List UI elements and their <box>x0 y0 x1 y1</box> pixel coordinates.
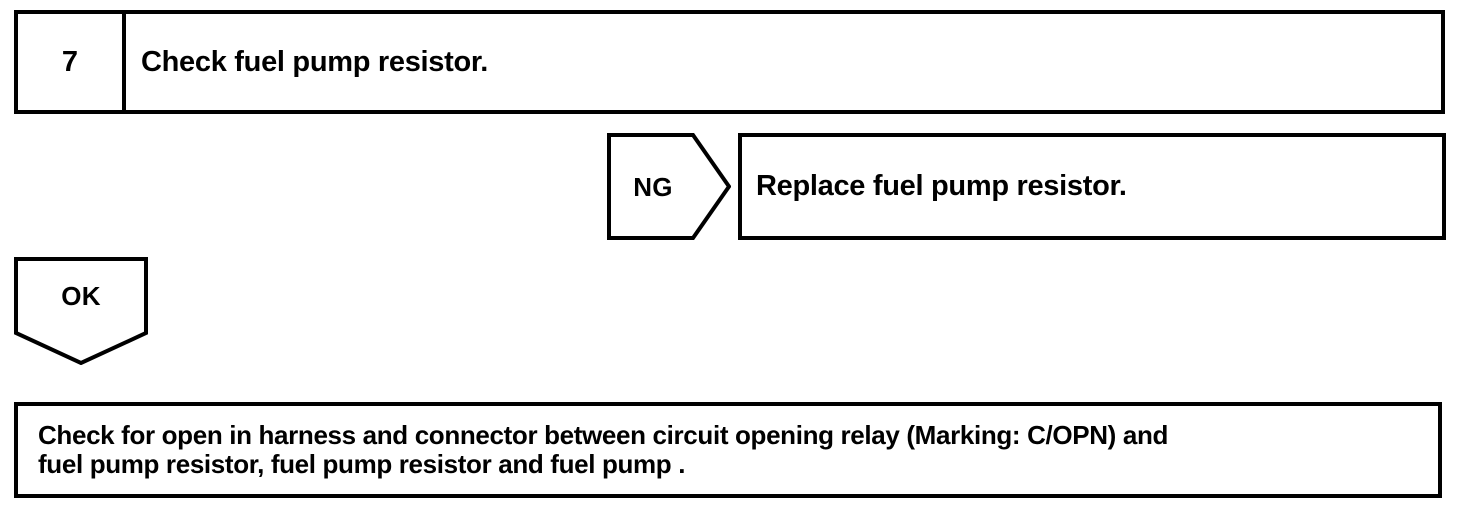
pentagon-right-icon <box>607 133 731 240</box>
result-box: Check for open in harness and connector … <box>14 402 1442 498</box>
ng-action-box: Replace fuel pump resistor. <box>738 133 1446 240</box>
branch-ok-arrow: OK <box>14 257 148 365</box>
branch-ok-label: OK <box>61 281 101 311</box>
branch-ng-arrow: NG <box>607 133 731 240</box>
step-text-cell: Check fuel pump resistor. <box>126 14 1441 110</box>
step-instruction-text: Check fuel pump resistor. <box>141 45 489 78</box>
step-number: 7 <box>61 45 79 78</box>
ng-action-text: Replace fuel pump resistor. <box>756 170 1127 203</box>
result-text: Check for open in harness and connector … <box>38 419 1169 479</box>
step-row: 7 Check fuel pump resistor. <box>14 10 1445 114</box>
branch-ng-label: NG <box>633 171 673 202</box>
pentagon-down-icon <box>14 257 148 365</box>
step-number-cell: 7 <box>18 14 126 110</box>
